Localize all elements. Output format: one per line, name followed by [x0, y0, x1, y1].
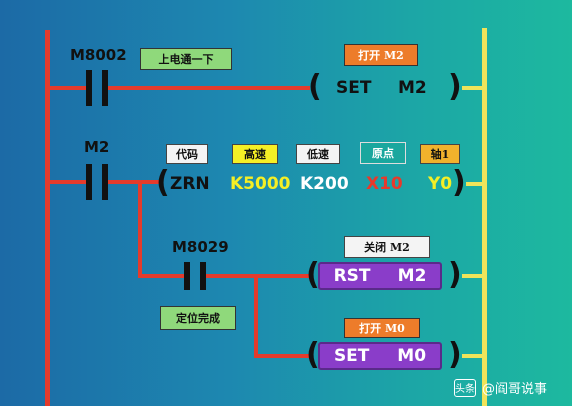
- rung2-wire-mid: [108, 180, 160, 184]
- rung2-wire-right: [466, 182, 484, 186]
- rung2-instr-close-paren: ): [452, 165, 466, 200]
- rung3-contact-label: M8029: [172, 238, 229, 256]
- rung3-coil-a-box: RST M2: [318, 262, 442, 290]
- rung1-comment-tag: 上电通一下: [140, 48, 232, 70]
- watermark: 头条 @阎哥说事: [454, 378, 547, 397]
- rung3-coil-a-close-paren: ): [448, 257, 462, 292]
- right-power-rail: [482, 28, 487, 406]
- rung1-coil-comment-tag: 打开 M2: [344, 44, 418, 66]
- rung2-wire-left: [48, 180, 86, 184]
- rung2-contact-label: M2: [84, 138, 110, 156]
- left-power-rail: [45, 30, 50, 406]
- rung2-contact-left-bar: [86, 164, 92, 200]
- watermark-text: @阎哥说事: [482, 382, 548, 397]
- rung3-coil-a-instr: RST: [333, 265, 371, 286]
- rung2-op-axis: Y0: [428, 174, 453, 194]
- rung1-coil-operand: M2: [398, 78, 427, 98]
- rung1-coil-instr: SET: [336, 78, 372, 98]
- rung3-coil-b-instr: SET: [333, 345, 370, 366]
- rung3-coil-b-wire-right: [462, 354, 484, 358]
- rung3-branch-to-coil-b: [254, 274, 258, 356]
- rung3-coil-a-operand: M2: [397, 265, 427, 286]
- rung1-contact-left-bar: [86, 70, 92, 106]
- toutiao-icon: 头条: [454, 378, 476, 397]
- rung3-wire-left: [138, 274, 184, 278]
- rung1-coil-open-paren: (: [308, 69, 322, 104]
- rung3-contact-right-bar: [200, 262, 206, 290]
- rung1-coil-close-paren: ): [448, 69, 462, 104]
- tag-low-speed: 低速: [296, 144, 340, 164]
- rung2-instr-open-paren: (: [156, 165, 170, 200]
- rung3-coil-a-open-paren: (: [306, 257, 320, 292]
- rung3-contact-left-bar: [184, 262, 190, 290]
- rung1-contact-right-bar: [102, 70, 108, 106]
- rung2-op-high-speed: K5000: [230, 174, 291, 194]
- tag-axis: 轴1: [420, 144, 460, 164]
- rung3-coil-b-box: SET M0: [318, 342, 442, 370]
- rung2-op-origin: X10: [366, 174, 403, 194]
- rung3-coil-b-wire-left: [254, 354, 310, 358]
- rung3-wire-mid: [206, 274, 310, 278]
- tag-code: 代码: [166, 144, 208, 164]
- rung2-instr: ZRN: [170, 174, 210, 194]
- rung3-coil-a-comment-tag: 关闭 M2: [344, 236, 430, 258]
- rung3-coil-a-wire-right: [462, 274, 484, 278]
- rung3-branch-down: [138, 180, 142, 276]
- rung3-coil-b-open-paren: (: [306, 337, 320, 372]
- rung1-contact-label: M8002: [70, 46, 127, 64]
- tag-origin: 原点: [360, 142, 406, 164]
- rung1-wire-right: [462, 86, 484, 90]
- rung3-contact-comment-tag: 定位完成: [160, 306, 236, 330]
- tag-high-speed: 高速: [232, 144, 278, 164]
- rung3-coil-b-comment-tag: 打开 M0: [344, 318, 420, 338]
- rung3-coil-b-close-paren: ): [448, 337, 462, 372]
- rung1-wire-mid: [108, 86, 310, 90]
- rung2-contact-right-bar: [102, 164, 108, 200]
- rung3-coil-b-operand: M0: [397, 345, 427, 366]
- rung2-op-low-speed: K200: [300, 174, 349, 194]
- rung1-wire-left: [48, 86, 86, 90]
